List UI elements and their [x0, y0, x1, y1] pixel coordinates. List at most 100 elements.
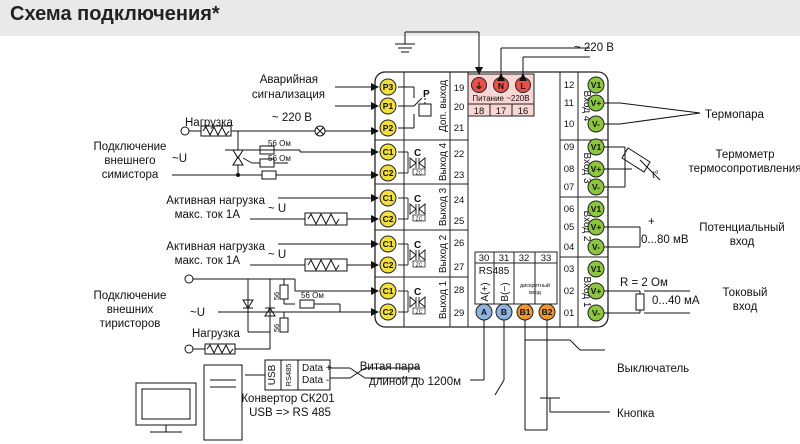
conv-line1: Конвертор СК201 — [241, 393, 334, 405]
twisted-line2: длиной до 1200м — [369, 376, 461, 388]
input-labels: Вход 4 Вход 3 Вход 2 Вход 1 — [581, 91, 592, 308]
left-wiring — [172, 83, 379, 355]
pot-line1: Потенциальный — [699, 222, 784, 234]
output-symbols — [398, 151, 426, 315]
bottom-wiring — [135, 320, 610, 441]
right-text-labels: Термопара Термометр термосопротивления t… — [617, 109, 800, 420]
act2-line2: макс. ток 1А — [175, 255, 241, 267]
rtd-line1: Термометр — [715, 149, 774, 161]
res56b-label: 56 Ом — [268, 154, 291, 163]
c-letter-3: C — [414, 194, 421, 205]
c1-label-3: C1 — [383, 193, 394, 203]
output-c-letters: C C C C ZC ZC ZC ZC — [414, 148, 423, 316]
pin-11: 11 — [564, 98, 574, 109]
thy-line1: Подключение — [94, 290, 167, 302]
p3-label: P3 — [383, 82, 394, 92]
thermocouple-label: Термопара — [705, 109, 764, 121]
pin-29: 29 — [454, 308, 465, 319]
output-label-4: Выход 4 — [438, 142, 449, 181]
v1-label-4: V1 — [591, 80, 602, 90]
tilde-u3: ~ U — [268, 249, 286, 261]
pin-03: 03 — [564, 264, 575, 275]
vplus-label-2: V+ — [591, 222, 602, 232]
output-label-3: Выход 3 — [438, 187, 449, 226]
device-body — [374, 71, 609, 328]
c1-label-2: C1 — [383, 239, 394, 249]
power-terminal-ground — [471, 77, 487, 93]
res56e-label: 56 — [272, 324, 281, 332]
relay-symbol — [398, 86, 432, 129]
usb-label: USB — [267, 364, 278, 385]
data-plus-label: Data + — [302, 363, 332, 374]
pin-28: 28 — [454, 285, 465, 296]
power-label: Питание ~220В — [472, 94, 529, 103]
terminal-p1 — [379, 97, 397, 115]
a-term-label: A — [481, 307, 487, 317]
pin-09: 09 — [564, 142, 575, 153]
v220-mid-label: ~ 220 В — [272, 112, 312, 124]
pot-range: 0...80 мВ — [641, 234, 689, 246]
c-letter-2: C — [414, 240, 421, 251]
act2-line1: Активная нагрузка — [166, 241, 265, 253]
top-power-wiring — [395, 31, 590, 81]
output-labels: Доп. выход Выход 4 Выход 3 Выход 2 Выход… — [438, 80, 449, 319]
vminus-label-3: V- — [592, 182, 600, 192]
pin-19: 19 — [454, 83, 465, 94]
vminus-label-4: V- — [592, 119, 600, 129]
power-pin-17: 17 — [496, 106, 507, 117]
rs485-section: 30 31 32 33 RS485 A(+) B(−) дискретный в… — [475, 253, 556, 321]
pin-20: 20 — [454, 102, 465, 113]
right-terminals: V1 V+ V- V1 V+ V- V1 V+ V- V1 V+ V- — [587, 76, 605, 322]
right-wiring — [604, 102, 701, 314]
tilde-u2: ~ U — [268, 203, 286, 215]
terminal-c2-out3 — [379, 210, 397, 228]
twisted-line1: Витая пара — [360, 361, 421, 373]
v1-label-1: V1 — [591, 264, 602, 274]
terminal-c2-out1 — [379, 303, 397, 321]
left-pin-numbers: 19 20 21 22 23 24 25 26 27 28 29 — [454, 83, 465, 319]
res56c-label: 56 — [272, 292, 281, 300]
pin-32: 32 — [519, 253, 530, 264]
p2-label: P2 — [383, 123, 394, 133]
data-minus-label: Data - — [302, 375, 329, 386]
output-label-extra: Доп. выход — [438, 80, 449, 132]
tilde-u4: ~U — [190, 307, 205, 319]
top-220v-label: ~ 220 В — [574, 42, 614, 54]
res56d-label: 56 Ом — [301, 291, 324, 300]
power-section: Питание ~220В 18 17 16 ⏚ N L — [471, 77, 531, 117]
page-title: Схема подключения* — [10, 3, 220, 25]
pin-24: 24 — [454, 195, 465, 206]
alarm-line2: сигнализация — [252, 89, 325, 101]
c2-label-4: C2 — [383, 168, 394, 178]
thy-line2: внешних — [107, 304, 154, 316]
c2-label-1: C2 — [383, 307, 394, 317]
rtd-line2: термосопротивления — [689, 163, 800, 175]
terminal-p2 — [379, 119, 397, 137]
b-term-label: B — [501, 307, 507, 317]
discrete-line1: дискретный — [520, 282, 550, 289]
conv-line2: USB => RS 485 — [249, 407, 331, 419]
pin-07: 07 — [564, 182, 575, 193]
t-symbol: t° — [652, 170, 659, 181]
triac-line1: Подключение — [94, 141, 167, 153]
vplus-label-3: V+ — [591, 164, 602, 174]
switch-label: Выключатель — [617, 363, 689, 375]
pin-02: 02 — [564, 286, 575, 297]
c2-label-2: C2 — [383, 260, 394, 270]
discrete-line2: вход — [529, 290, 542, 296]
cur-line1: Токовый — [723, 287, 768, 299]
pin-06: 06 — [564, 204, 575, 215]
c-letter-1: C — [414, 287, 421, 298]
input-label-2: Вход 2 — [581, 211, 592, 242]
p1-label: P1 — [383, 101, 394, 111]
zc-label-2: ZC — [416, 263, 423, 269]
terminal-c2-out4 — [379, 164, 397, 182]
load1-label: Нагрузка — [185, 117, 233, 129]
bottom-text-labels: USB RS485 Data + Data - Витая пара длино… — [241, 361, 461, 419]
pin-23: 23 — [454, 170, 465, 181]
relay-letter: P — [423, 89, 430, 100]
terminal-p3 — [379, 78, 397, 96]
cur-range: 0...40 мА — [652, 295, 700, 307]
pin-08: 08 — [564, 164, 575, 175]
